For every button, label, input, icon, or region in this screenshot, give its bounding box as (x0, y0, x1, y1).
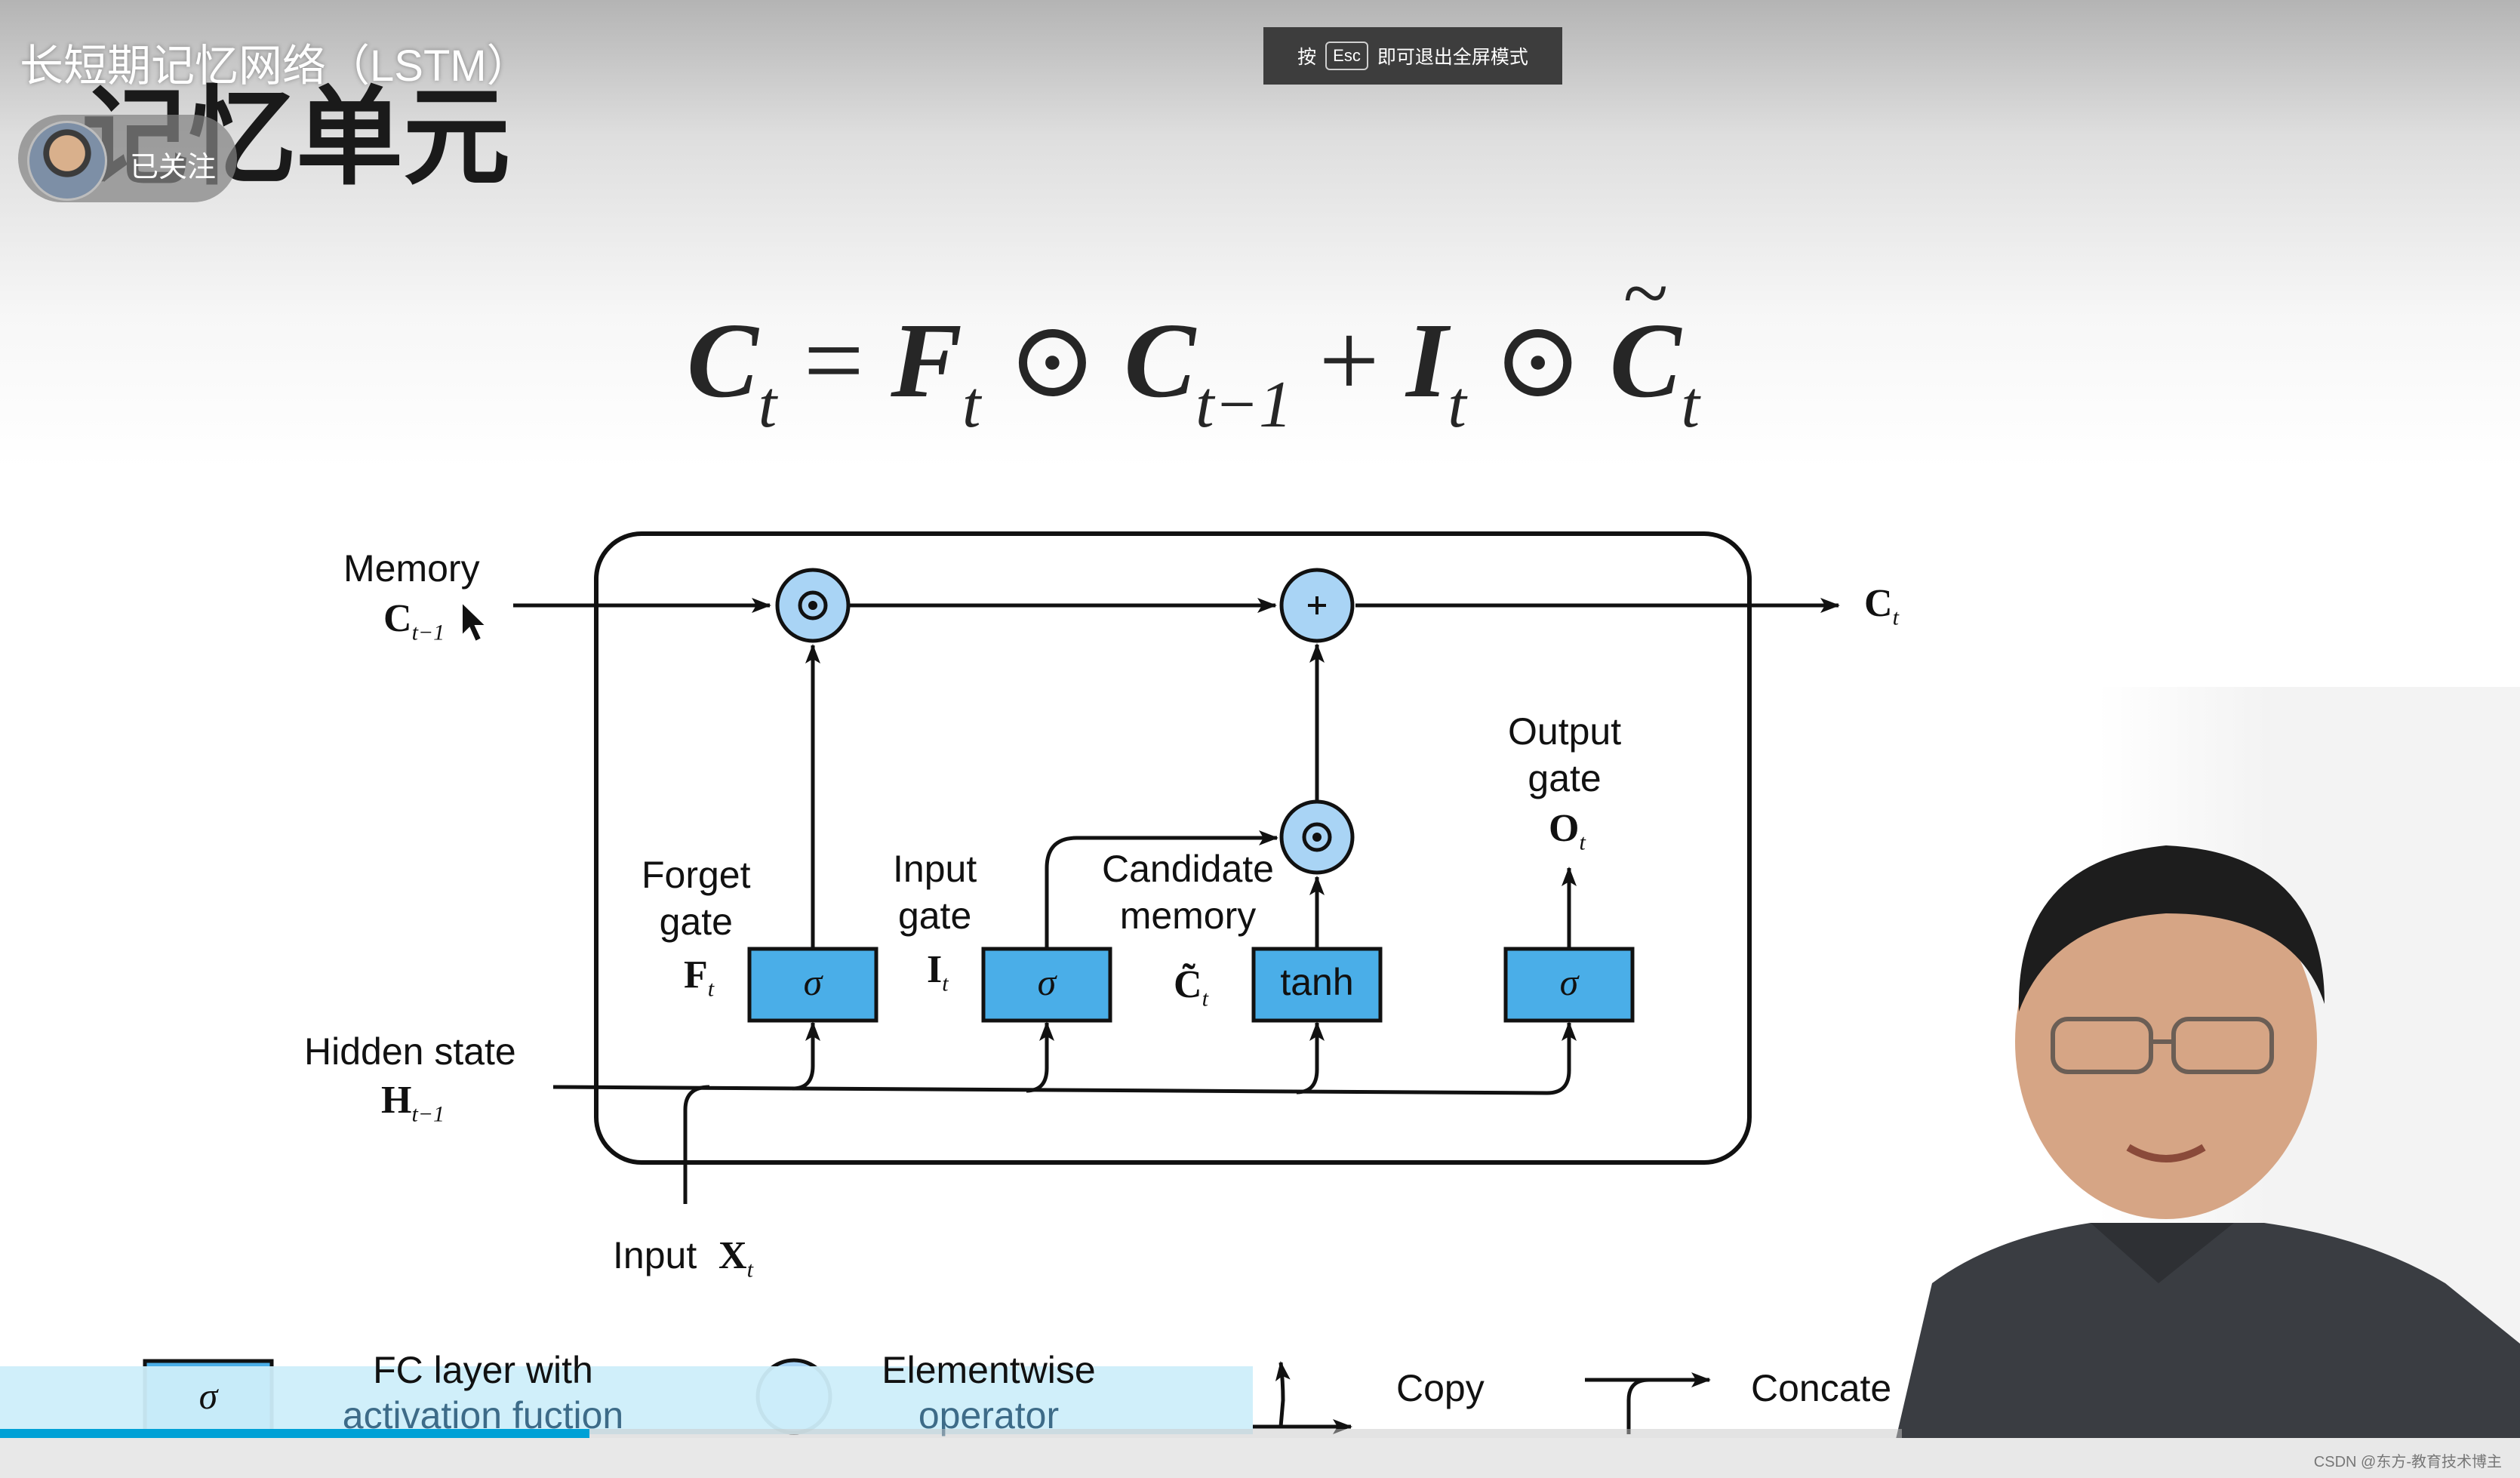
video-title: 长短期记忆网络（LSTM） (20, 42, 531, 91)
esc-key-icon: Esc (1325, 42, 1368, 70)
input-symbol-sub: t (746, 1257, 753, 1282)
uploader-avatar[interactable] (27, 121, 107, 201)
input-symbol: Xt (718, 1233, 753, 1282)
legend-fc-label-1: FC layer with (373, 1349, 593, 1391)
mouse-cursor-icon (461, 600, 488, 643)
memory-symbol-sub: t−1 (411, 620, 445, 645)
formula-cprev-sub: t−1 (1195, 368, 1292, 442)
legend-elementwise-label-1: Elementwise (882, 1349, 1096, 1391)
legend-waveform-band (0, 1366, 1253, 1434)
formula-it: I (1406, 300, 1448, 420)
formula-ctilde: C (1610, 245, 1682, 422)
output-gate-symbol-text: O (1549, 807, 1580, 850)
candidate-symbol-text: C̃ (1174, 963, 1202, 1006)
candidate-box (1251, 947, 1383, 1023)
hidden-symbol: Ht−1 (381, 1078, 445, 1127)
cell-update-formula: Ct = Ft ⊙ Ct−1 + It ⊙ Ct (687, 245, 1700, 443)
output-gate-symbol-sub: t (1579, 830, 1586, 855)
forget-gate-box (747, 947, 878, 1023)
formula-ft: F (891, 300, 962, 420)
candidate-memory-label: Candidate memory (1102, 848, 1274, 937)
follow-label: 已关注 (130, 152, 217, 183)
formula-ct-sub: t (758, 368, 777, 442)
input-gate-box (981, 947, 1112, 1023)
output-gate-sigma: σ (1559, 961, 1579, 1003)
legend-copy-icon (1275, 1361, 1291, 1427)
presenter-video (1887, 845, 2520, 1478)
hidden-state-label: Hidden state (304, 1030, 516, 1073)
candidate-tanh: tanh (1280, 961, 1354, 1003)
formula-odot-1: ⊙ (1007, 300, 1097, 420)
forget-gate-symbol: Ft (684, 953, 714, 1002)
hidden-symbol-text: H (381, 1079, 412, 1122)
forget-gate-sigma: σ (803, 961, 823, 1003)
hidden-symbol-sub: t−1 (411, 1101, 445, 1127)
legend-copy-label: Copy (1396, 1367, 1485, 1409)
output-gate-symbol: Ot (1549, 806, 1586, 855)
input-gate-symbol: It (927, 947, 949, 996)
memory-symbol-text: C (383, 597, 412, 640)
input-gate-sigma: σ (1037, 961, 1057, 1003)
progress-fill[interactable] (0, 1429, 590, 1438)
cell-boundary (594, 531, 1752, 1165)
forget-gate-symbol-sub: t (707, 976, 715, 1002)
formula-it-sub: t (1448, 368, 1466, 442)
toast-suffix: 即可退出全屏模式 (1377, 47, 1528, 68)
memory-label: Memory (343, 547, 480, 590)
formula-cprev: C (1124, 300, 1196, 420)
input-gate-symbol-text: I (927, 948, 943, 991)
output-gate-box (1503, 947, 1635, 1023)
legend-concat-icon (1626, 1372, 1711, 1434)
formula-ct: C (687, 300, 758, 420)
candidate-symbol-sub: t (1202, 986, 1208, 1012)
formula-odot-2: ⊙ (1493, 300, 1583, 420)
forget-gate-symbol-text: F (684, 953, 708, 996)
forget-gate-label: Forget gate (642, 854, 751, 943)
player-bottom-bar (0, 1438, 2520, 1478)
watermark: CSDN @东方-教育技术博主 (2313, 1454, 2502, 1470)
formula-plus: + (1318, 300, 1380, 420)
candidate-symbol: C̃t (1174, 962, 1208, 1012)
output-symbol-sub: t (1892, 605, 1899, 630)
output-gate-label: Output gate (1508, 710, 1622, 799)
memory-symbol: Ct−1 (383, 596, 445, 645)
output-symbol-text: C (1864, 582, 1893, 625)
input-symbol-text: X (718, 1234, 747, 1277)
formula-ft-sub: t (962, 368, 981, 442)
input-gate-label: Input gate (893, 848, 977, 937)
legend-concat-label: Concate (1751, 1367, 1892, 1409)
input-gate-symbol-sub: t (942, 971, 949, 996)
legend-fc-sigma: σ (198, 1375, 218, 1417)
formula-ctilde-sub: t (1681, 368, 1700, 442)
input-label: Input (613, 1234, 697, 1276)
output-symbol: Ct (1864, 581, 1899, 630)
toast-prefix: 按 (1297, 47, 1317, 68)
formula-eq: = (803, 300, 864, 420)
fullscreen-exit-toast: 按 Esc 即可退出全屏模式 (1263, 27, 1562, 85)
